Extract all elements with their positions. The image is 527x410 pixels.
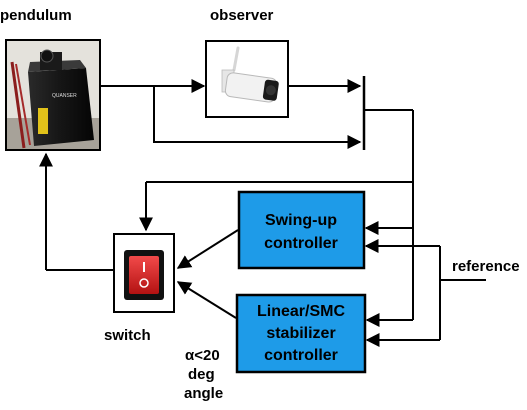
- swing-up-line2: controller: [264, 235, 338, 252]
- stabilizer-line3: controller: [264, 347, 338, 364]
- swing-up-controller-block: Swing-up controller: [237, 190, 366, 270]
- pendulum-photo: QUANSER: [5, 39, 101, 151]
- swing-up-line1: Swing-up: [265, 212, 337, 229]
- pendulum-label: pendulum: [0, 7, 72, 24]
- stabilizer-controller-block: Linear/SMC stabilizer controller: [235, 293, 367, 374]
- condition-label-2: deg: [188, 366, 215, 383]
- condition-label-1: α<20: [185, 347, 220, 364]
- observer-label: observer: [210, 7, 274, 24]
- switch-label: switch: [104, 327, 151, 344]
- rocker-switch-icon: [113, 233, 175, 313]
- camera-icon: [205, 40, 289, 118]
- connection-lines: [39, 79, 486, 347]
- stabilizer-line1: Linear/SMC: [257, 303, 345, 320]
- reference-label: reference: [452, 258, 520, 275]
- condition-label-3: angle: [184, 385, 223, 402]
- stabilizer-line2: stabilizer: [266, 325, 335, 342]
- pendulum-brand: QUANSER: [52, 93, 77, 99]
